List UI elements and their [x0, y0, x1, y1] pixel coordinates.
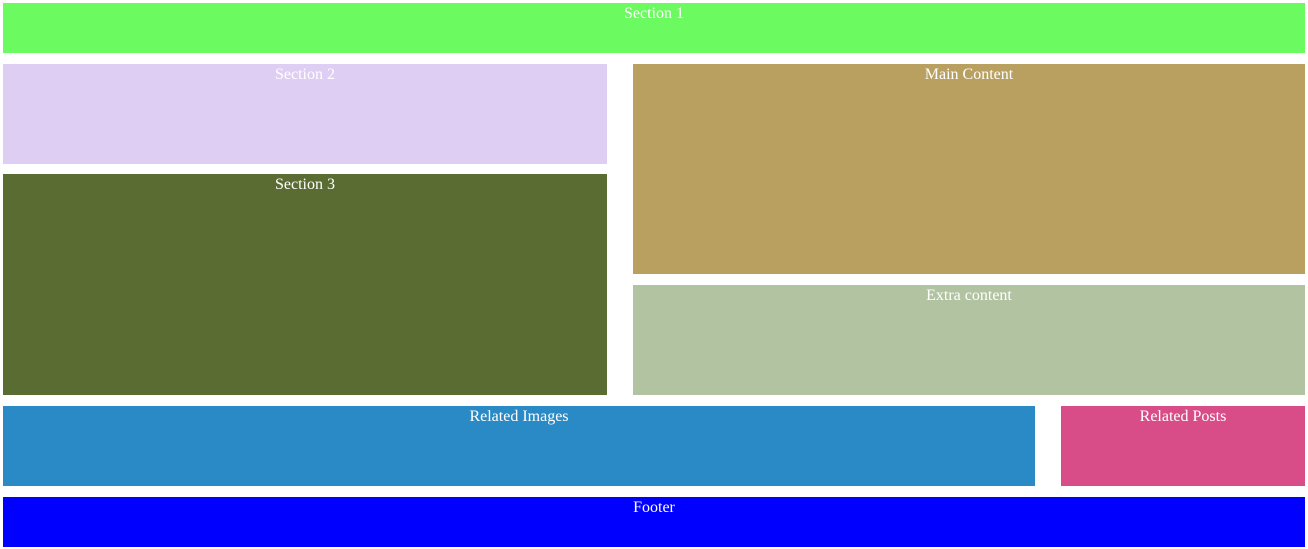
main-content: Main Content — [633, 64, 1305, 274]
footer: Footer — [3, 497, 1305, 547]
extra-content: Extra content — [633, 285, 1305, 395]
section-2-label: Section 2 — [275, 66, 335, 83]
section-3: Section 3 — [3, 174, 607, 395]
related-images-label: Related Images — [469, 408, 569, 425]
section-1: Section 1 — [3, 3, 1305, 53]
main-content-label: Main Content — [924, 66, 1014, 83]
related-images: Related Images — [3, 406, 1035, 486]
section-1-label: Section 1 — [624, 5, 684, 22]
footer-label: Footer — [633, 499, 675, 516]
related-posts-label: Related Posts — [1139, 408, 1227, 425]
section-2: Section 2 — [3, 64, 607, 164]
extra-content-label: Extra content — [926, 287, 1012, 304]
section-3-label: Section 3 — [275, 176, 335, 193]
related-posts: Related Posts — [1061, 406, 1305, 486]
